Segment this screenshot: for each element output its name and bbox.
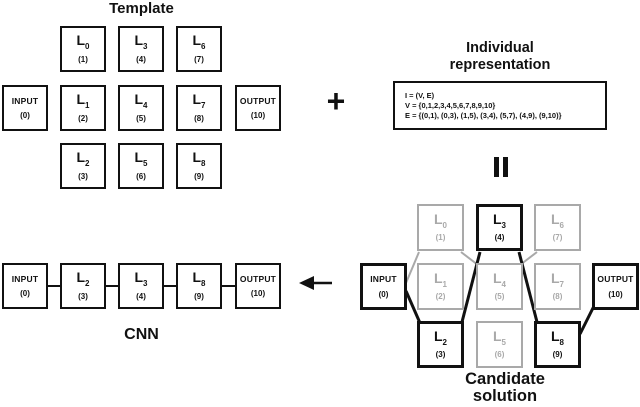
vertex-label: (7) — [194, 54, 204, 64]
layer-label: L5 — [134, 149, 148, 168]
layer-label: L6 — [550, 210, 564, 230]
equals-symbol — [494, 157, 508, 177]
layer-label: L5 — [492, 327, 506, 347]
individual-representation-box: I = (V, E) V = {0,1,2,3,4,5,6,7,8,9,10} … — [393, 81, 607, 130]
vertex-label: (3) — [435, 350, 446, 360]
graph-definition-line: I = (V, E) — [405, 90, 435, 100]
individual-representation-title: Individual representation — [385, 40, 615, 74]
cnn-box-l3: L3 (4) — [118, 263, 164, 309]
candidate-box-l7: L7 (8) — [534, 263, 581, 310]
candidate-box-l4: L4 (5) — [476, 263, 523, 310]
vertex-label: (3) — [78, 291, 88, 301]
candidate-solution-title: Candidate solution — [390, 371, 620, 405]
template-title: Template — [109, 0, 174, 17]
layer-label: L1 — [76, 91, 90, 110]
candidate-box-output: OUTPUT (10) — [592, 263, 639, 310]
layer-label: L4 — [492, 269, 506, 289]
layer-label: L3 — [134, 32, 148, 51]
vertex-label: (4) — [136, 54, 146, 64]
layer-label: INPUT — [370, 274, 397, 285]
vertex-label: (0) — [20, 111, 30, 121]
layer-label: L0 — [433, 210, 447, 230]
cnn-box-l8: L8 (9) — [176, 263, 222, 309]
vertex-label: (2) — [78, 113, 88, 123]
vertex-label: (1) — [78, 54, 88, 64]
vertices-line: V = {0,1,2,3,4,5,6,7,8,9,10} — [405, 100, 496, 110]
vertex-label: (1) — [435, 233, 446, 243]
vertex-label: (10) — [608, 289, 623, 299]
title-line-1: Individual — [466, 40, 534, 56]
layer-label: L7 — [192, 91, 206, 110]
layer-label: L8 — [550, 327, 564, 347]
vertex-label: (9) — [552, 350, 563, 360]
vertex-label: (4) — [136, 291, 146, 301]
layer-label: INPUT — [11, 273, 39, 284]
vertex-label: (10) — [250, 289, 266, 299]
title-line-2: representation — [449, 57, 551, 73]
layer-label: L1 — [433, 269, 447, 289]
left-arrow-icon — [299, 276, 314, 290]
template-box-l8: L8 (9) — [176, 143, 222, 189]
vertex-label: (5) — [136, 113, 146, 123]
vertex-label: (9) — [194, 291, 204, 301]
edge-l8-output — [578, 305, 596, 335]
template-box-l2: L2 (3) — [60, 143, 106, 189]
template-box-output: OUTPUT (10) — [235, 85, 281, 131]
template-box-l6: L6 (7) — [176, 26, 222, 72]
layer-label: L8 — [192, 269, 206, 288]
layer-label: L8 — [192, 149, 206, 168]
cnn-box-output: OUTPUT (10) — [235, 263, 281, 309]
layer-label: OUTPUT — [597, 274, 634, 285]
vertex-label: (0) — [378, 289, 389, 299]
vertex-label: (0) — [20, 289, 30, 299]
template-box-l3: L3 (4) — [118, 26, 164, 72]
layer-label: L2 — [433, 327, 447, 347]
layer-label: L2 — [76, 149, 90, 168]
layer-label: L2 — [76, 269, 90, 288]
vertex-label: (7) — [552, 233, 563, 243]
candidate-box-l5: L5 (6) — [476, 321, 523, 368]
plus-symbol: + — [326, 83, 346, 119]
vertex-label: (5) — [494, 292, 505, 302]
vertex-label: (8) — [194, 113, 204, 123]
vertex-label: (6) — [494, 350, 505, 360]
layer-label: L3 — [134, 269, 148, 288]
template-box-l4: L4 (5) — [118, 85, 164, 131]
template-box-input: INPUT (0) — [2, 85, 48, 131]
cnn-title: CNN — [124, 326, 159, 343]
layer-label: L4 — [134, 91, 148, 110]
candidate-box-l6: L6 (7) — [534, 204, 581, 251]
cnn-box-input: INPUT (0) — [2, 263, 48, 309]
layer-label: L7 — [550, 269, 564, 289]
equals-bar-right — [503, 157, 508, 177]
vertex-label: (4) — [494, 233, 505, 243]
layer-label: INPUT — [11, 95, 39, 106]
edges-line: E = {(0,1), (0,3), (1,5), (3,4), (5,7), … — [405, 110, 562, 120]
cnn-box-l2: L2 (3) — [60, 263, 106, 309]
layer-label: OUTPUT — [239, 273, 277, 284]
candidate-box-l0: L0 (1) — [417, 204, 464, 251]
candidate-box-input: INPUT (0) — [360, 263, 407, 310]
candidate-box-l3: L3 (4) — [476, 204, 523, 251]
vertex-label: (2) — [435, 292, 446, 302]
template-box-l5: L5 (6) — [118, 143, 164, 189]
layer-label: OUTPUT — [239, 95, 277, 106]
title-line-1: Candidate — [465, 370, 545, 388]
title-line-2: solution — [472, 387, 538, 405]
layer-label: L6 — [192, 32, 206, 51]
vertex-label: (8) — [552, 292, 563, 302]
equals-bar-left — [494, 157, 499, 177]
layer-label: L3 — [492, 210, 506, 230]
template-box-l7: L7 (8) — [176, 85, 222, 131]
vertex-label: (10) — [250, 111, 266, 121]
candidate-box-l1: L1 (2) — [417, 263, 464, 310]
candidate-box-l2: L2 (3) — [417, 321, 464, 368]
candidate-box-l8: L8 (9) — [534, 321, 581, 368]
template-box-l0: L0 (1) — [60, 26, 106, 72]
vertex-label: (6) — [136, 171, 146, 181]
vertex-label: (9) — [194, 171, 204, 181]
template-box-l1: L1 (2) — [60, 85, 106, 131]
vertex-label: (3) — [78, 171, 88, 181]
layer-label: L0 — [76, 32, 90, 51]
